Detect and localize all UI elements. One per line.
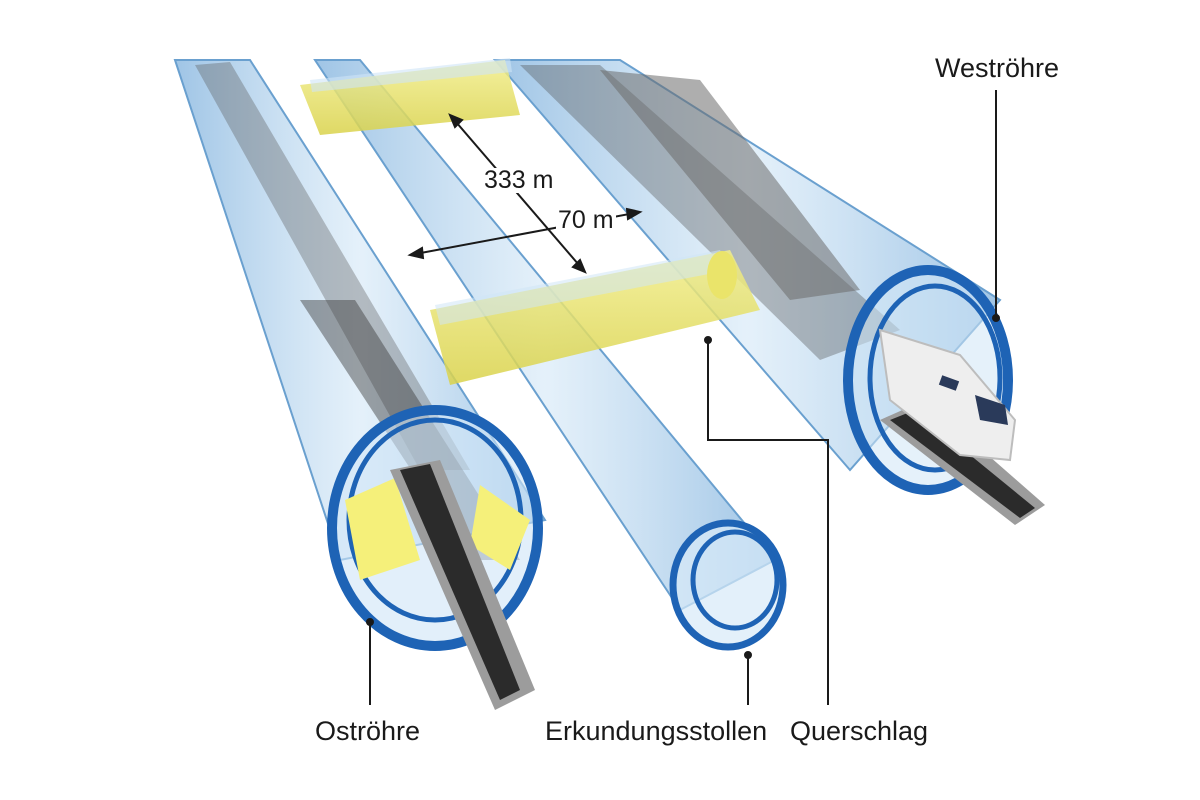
ice-train-icon <box>600 70 1017 462</box>
erkundungsstollen-label: Erkundungsstollen <box>545 716 768 746</box>
ostroehre-label: Oströhre <box>315 716 421 746</box>
tube-spacing-label: 70 m <box>556 206 616 234</box>
spacing-dimension-arrow <box>448 113 587 274</box>
westroehre-label: Weströhre <box>935 53 1060 83</box>
querschlag-lower <box>430 250 760 385</box>
leader-lines <box>366 90 1000 705</box>
querschlag-upper <box>300 58 520 135</box>
ostroehre-tube <box>173 59 547 710</box>
cross-passage-spacing-label: 333 m <box>482 166 556 194</box>
querschlag-label: Querschlag <box>790 716 929 746</box>
